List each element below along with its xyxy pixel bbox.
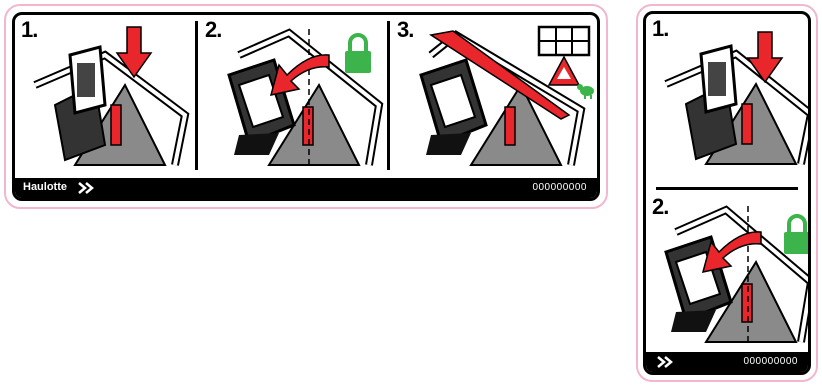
step-divider [656,187,798,190]
double-chevron-icon [77,182,99,194]
decal-vertical: 1. 2. [636,4,818,382]
part-code: 000000000 [532,182,587,193]
red-down-arrow-icon [646,14,811,186]
step-divider [387,21,390,170]
step-1-panel: 1. [15,15,195,176]
double-chevron-icon [656,356,678,368]
decal-footer: Haulotte 000000000 [15,178,597,198]
step-divider [195,21,198,170]
green-turtle-icon [391,15,597,185]
decal-horizontal: 1. 2. [4,4,608,209]
step-2-panel: 2. [199,15,387,176]
step-2-panel: 2. [646,192,808,360]
brand-logo: Haulotte [23,181,67,193]
green-padlock-icon [199,15,387,185]
decal-frame: 1. 2. [643,11,811,375]
decal-footer: 000000000 [646,352,808,372]
part-code: 000000000 [743,356,798,367]
red-down-arrow-icon [15,15,195,185]
step-1-panel: 1. [646,14,808,186]
decal-frame: 1. 2. [12,12,600,201]
green-padlock-icon [646,192,811,360]
step-3-panel: 3. [391,15,597,176]
